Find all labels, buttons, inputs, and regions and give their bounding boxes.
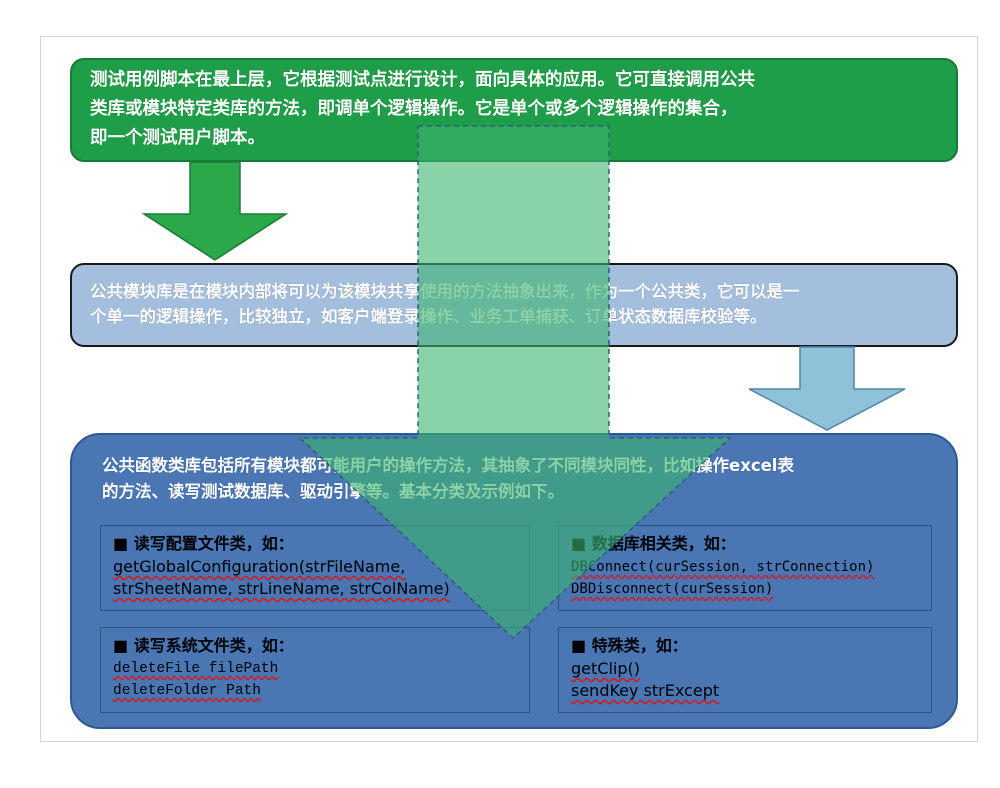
- top-box-line: 即一个测试用户脚本。: [90, 128, 265, 148]
- category-example: sendKey strExcept: [571, 681, 720, 700]
- down-arrow-lightblue: [748, 346, 906, 431]
- category-example: deleteFolder Path: [113, 683, 261, 699]
- category-system-file: ■ 读写系统文件类，如： deleteFile filePath deleteF…: [100, 627, 530, 713]
- category-example: deleteFile filePath: [113, 661, 279, 677]
- category-special: ■ 特殊类，如： getClip() sendKey strExcept: [558, 627, 932, 713]
- category-example: getGlobalConfiguration(strFileName,: [113, 557, 406, 576]
- category-example: strSheetName, strLineName, strColName): [113, 579, 450, 598]
- category-database: ■ 数据库相关类，如： DBConnect(curSession, strCon…: [558, 525, 932, 611]
- category-title: ■ 读写配置文件类，如：: [113, 534, 294, 553]
- category-title: ■ 特殊类，如：: [571, 636, 688, 655]
- category-example: getClip(): [571, 659, 640, 678]
- down-arrow-green: [141, 161, 289, 261]
- top-box-line: 测试用例脚本在最上层，它根据测试点进行设计，面向具体的应用。它可直接调用公共: [90, 70, 755, 90]
- category-example: DBDisconnect(curSession): [571, 581, 774, 597]
- category-title: ■ 读写系统文件类，如：: [113, 636, 294, 655]
- top-box-line: 类库或模块特定类库的方法，即调单个逻辑操作。它是单个或多个逻辑操作的集合，: [90, 99, 738, 119]
- category-example: DBConnect(curSession, strConnection): [571, 559, 875, 575]
- large-translucent-arrow: [298, 125, 732, 640]
